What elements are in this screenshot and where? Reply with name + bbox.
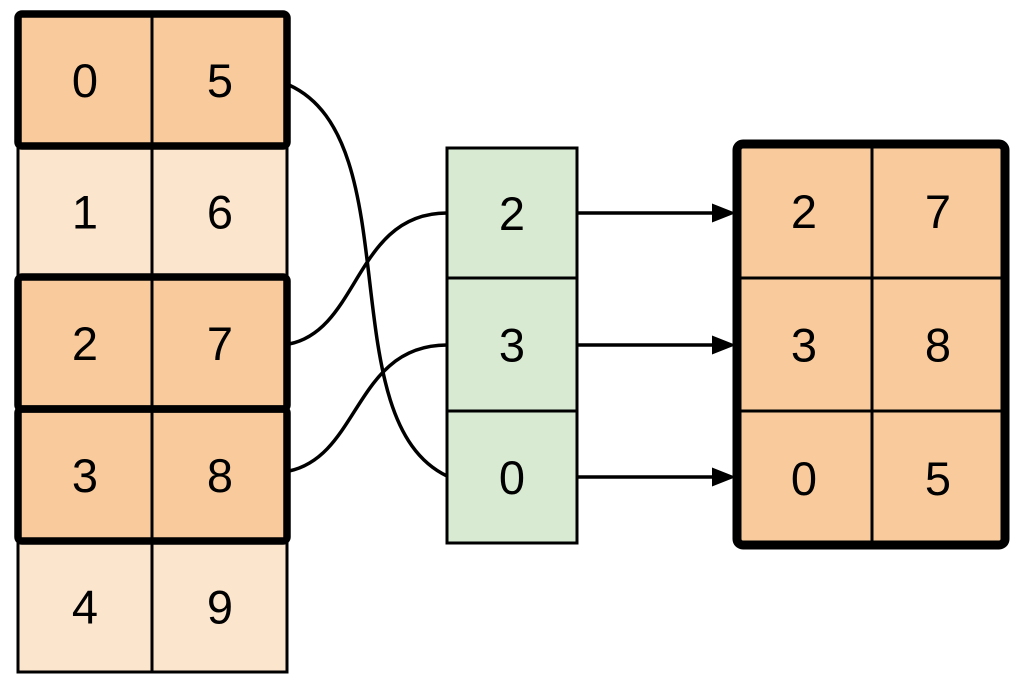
index-to-result-arrows [577,203,736,487]
index-cell-value: 3 [499,318,525,371]
source-cell [150,144,289,279]
connector-curve [288,83,448,478]
source-cell-value: 1 [72,185,98,238]
source-cell-value: 2 [72,317,98,370]
source-cell-value: 9 [207,580,233,633]
source-cell-value: 8 [207,449,233,502]
selected-row-outline [14,405,291,545]
result-cell-value: 3 [791,318,817,371]
selected-row-outline [14,10,291,150]
result-cell [870,276,1007,413]
result-table-outline [732,139,1010,550]
source-cell [150,539,289,674]
source-cell-value: 6 [207,185,233,238]
source-cell-value: 4 [72,580,98,633]
result-cell-value: 8 [925,318,951,371]
source-cell-value: 0 [72,54,98,107]
source-cell [150,12,289,148]
source-cell [16,539,154,674]
result-cell [735,409,874,547]
arrow-head [712,335,736,355]
connector-curves [288,83,448,478]
result-cell-value: 2 [791,185,817,238]
result-cell-value: 5 [925,452,951,505]
source-cell [16,12,154,148]
source-cell-value: 7 [207,317,233,370]
index-cell [445,409,579,545]
result-cell-value: 0 [791,452,817,505]
index-column: 2 3 0 [445,146,579,545]
arrow-head [712,203,736,223]
index-cell [445,146,579,280]
result-table: 2 7 3 8 0 5 [732,139,1010,550]
connector-curve [288,343,448,473]
index-cell-value: 0 [499,451,525,504]
source-cell-value: 3 [72,449,98,502]
result-cell [735,276,874,413]
source-cell-value: 5 [207,54,233,107]
connector-curve [288,211,448,346]
result-cell [870,409,1007,547]
source-cell [150,275,289,411]
index-cell-value: 2 [499,187,525,240]
source-cell [150,407,289,543]
result-cell-value: 7 [925,185,951,238]
source-table: 0 5 1 6 2 7 3 8 4 9 [14,10,291,674]
arrow-head [712,467,736,487]
